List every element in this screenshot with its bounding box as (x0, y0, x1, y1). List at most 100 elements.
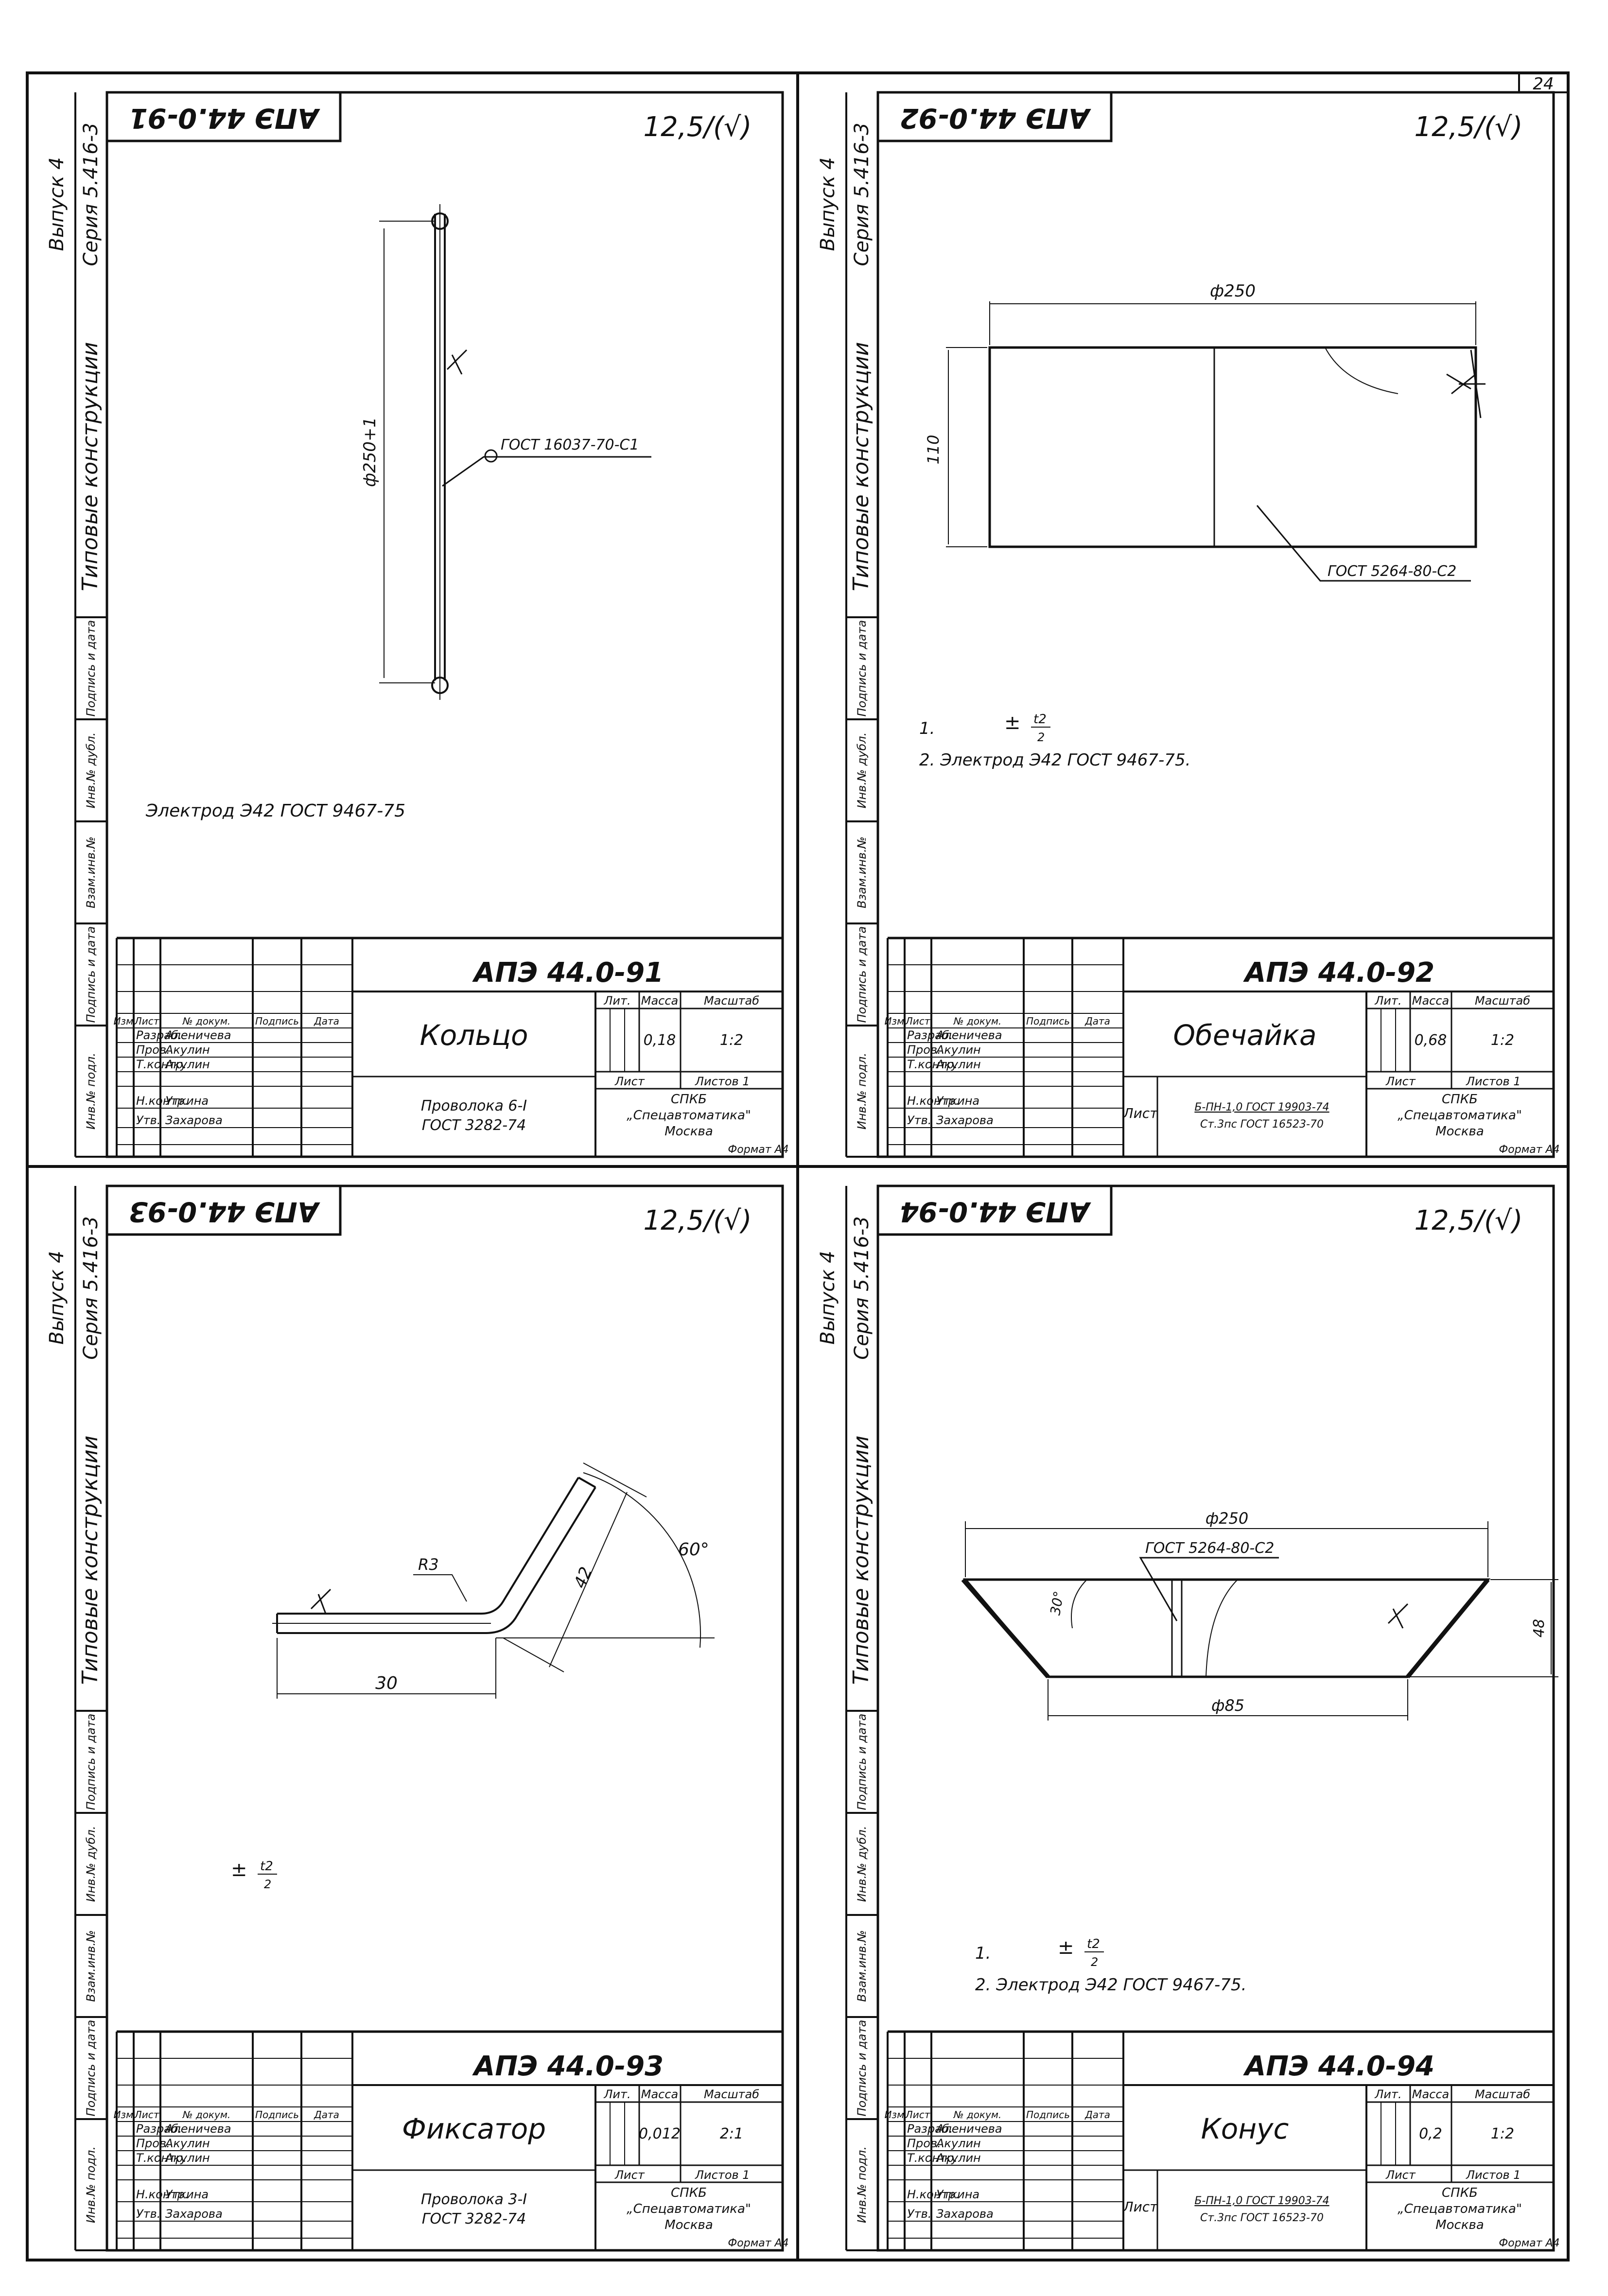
org-1: СПКБ (1442, 2186, 1478, 2200)
tb-name: Акулин (164, 1058, 210, 1071)
weld-gost: ГОСТ 5264-80-С2 (1145, 1540, 1274, 1557)
sheet-frame (876, 91, 1555, 1158)
org-2: „Спецавтоматика" (627, 2202, 751, 2216)
dim-ext-d (503, 1637, 564, 1672)
tb-sheet: Лист (1385, 1075, 1416, 1088)
tb-mass: Масса (641, 2087, 679, 2101)
tb-sheets: Листов 1 (695, 2168, 750, 2182)
issue-label: Выпуск 4 (817, 157, 839, 251)
side-cell-label: Взам.инв.№ (84, 836, 98, 908)
mass-value: 0,2 (1419, 2125, 1442, 2142)
tb-sheet: Лист (1385, 2168, 1416, 2182)
tb-name: Акулин (935, 1058, 981, 1071)
tb-name: Акулин (935, 2151, 981, 2165)
roughness-sign: 12,5/(√) (644, 111, 752, 143)
tol-num: t2 (1087, 1937, 1100, 1951)
tb-sheet: Лист (614, 2168, 645, 2182)
note-2: 2. Электрод Э42 ГОСТ 9467-75. (975, 1975, 1246, 1995)
roughness-sign: 12,5/(√) (1415, 1205, 1523, 1236)
tb-sheet: Лист (614, 1075, 645, 1088)
pin-inner (277, 1486, 596, 1634)
tb-name: Уткина (936, 1094, 979, 1108)
angle-arc (583, 1472, 701, 1648)
tb-header: Изм. (884, 2109, 907, 2121)
mirror-code: АПЭ 44.0-91 (129, 102, 320, 134)
tb-role: Т.контр. (136, 1058, 187, 1071)
tol-pm: ± (1058, 1936, 1074, 1959)
sheet-1: АПЭ 44.0-91 12,5/(√) Подпись и дата Инв.№ д… (46, 91, 789, 1158)
tb-header: № докум. (182, 1015, 231, 1027)
tb-role: Н.контр. (136, 1094, 188, 1108)
tol-pm: ± (1004, 712, 1021, 734)
series-label: Серия 5.416-3 (80, 1216, 102, 1359)
tb-code: АПЭ 44.0-94 (1243, 2051, 1434, 2082)
weld-symbol (1387, 1603, 1409, 1629)
tb-name: Аленичева (935, 1028, 1002, 1042)
tb-role: Н.контр. (136, 2188, 188, 2201)
tb-header: Дата (314, 2109, 339, 2121)
tb-header: Дата (314, 1015, 339, 1027)
tb-header: Лист (905, 2109, 931, 2121)
issue-label: Выпуск 4 (46, 157, 68, 251)
cone-edge-left (961, 1578, 1050, 1678)
side-cell-label: Подпись и дата (855, 1714, 869, 1810)
tb-name: Уткина (165, 2188, 209, 2201)
tb-scale: Масштаб (704, 994, 759, 1008)
side-cell-label: Инв.№ дубл. (855, 732, 869, 809)
dim-radius: R3 (418, 1555, 439, 1574)
shell-rect (988, 346, 1477, 548)
material-line-1: Б-ПН-1,0 ГОСТ 19903-74 (1194, 2195, 1329, 2207)
note-1: 1. (919, 719, 935, 738)
tb-code: АПЭ 44.0-93 (472, 2051, 664, 2082)
tb-header: Дата (1084, 2109, 1110, 2121)
tb-mass: Масса (641, 994, 679, 1008)
dim-angle: 30° (1047, 1590, 1067, 1617)
tb-lit: Лит. (1374, 2087, 1401, 2101)
tb-role: Разраб. (136, 1028, 182, 1042)
scale-value: 1:2 (1491, 1032, 1514, 1049)
weld-gost: ГОСТ 5264-80-С2 (1328, 563, 1456, 580)
side-cell-label: Инв.№ подл. (855, 2146, 869, 2223)
tb-name: Захарова (936, 2207, 994, 2221)
tb-name: Уткина (165, 1094, 209, 1108)
tb-sheet-label: Лист (1123, 2199, 1158, 2215)
side-cell-label: Подпись и дата (84, 926, 98, 1023)
dim-angle: 60° (678, 1540, 709, 1560)
typical-label: Типовые конструкции (849, 342, 874, 591)
sheet-frame (876, 1184, 1555, 2252)
org-3: Москва (664, 2218, 713, 2232)
format-label: Формат А4 (728, 2237, 788, 2249)
side-cell-label: Подпись и дата (855, 926, 869, 1023)
part-name: Кольцо (420, 1019, 528, 1052)
tb-name: Акулин (935, 1043, 981, 1057)
mirror-code-box (876, 1184, 1113, 1236)
tb-header: Лист (134, 1015, 160, 1027)
mirror-code-box (876, 91, 1113, 142)
org-2: „Спецавтоматика" (627, 1108, 751, 1123)
mirror-code-box (105, 91, 342, 142)
dim-ext-c (583, 1462, 647, 1497)
tb-name: Аленичева (164, 2122, 231, 2136)
org-1: СПКБ (671, 1092, 707, 1107)
tb-header: № докум. (182, 2109, 231, 2121)
tb-sheet-label: Лист (1123, 1105, 1158, 1121)
dim-diameter: ф250+1 (360, 417, 380, 487)
tb-role: Т.контр. (907, 1058, 958, 1071)
tb-name: Захарова (165, 2207, 223, 2221)
side-cell-label: Подпись и дата (855, 2020, 869, 2117)
roughness-sign: 12,5/(√) (1415, 111, 1523, 143)
part-name: Обечайка (1173, 1019, 1316, 1052)
note-2: 2. Электрод Э42 ГОСТ 9467-75. (919, 750, 1190, 770)
dim-height: 110 (924, 435, 943, 464)
tb-sheets: Листов 1 (1466, 2168, 1521, 2182)
part-name: Конус (1201, 2112, 1289, 2145)
weld-symbol (310, 1588, 332, 1614)
mass-value: 0,68 (1415, 1032, 1447, 1049)
dim-height: 48 (1531, 1619, 1548, 1637)
side-cell-label: Инв.№ дубл. (84, 732, 98, 809)
note-line: Электрод Э42 ГОСТ 9467-75 (145, 801, 405, 821)
side-cell-label: Подпись и дата (84, 2020, 98, 2117)
issue-label: Выпуск 4 (46, 1251, 68, 1344)
